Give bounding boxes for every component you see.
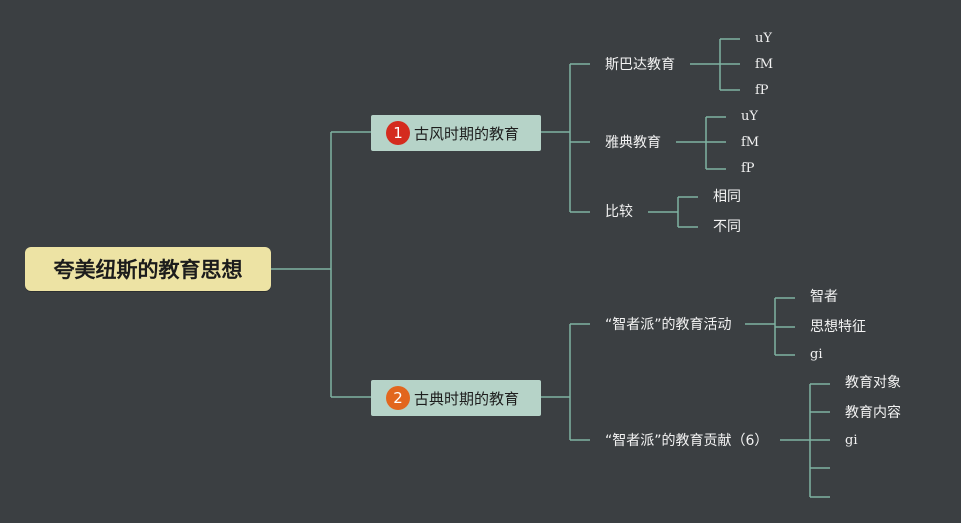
leaf-compare-same[interactable]: 相同	[713, 189, 741, 205]
leaf-athens-2[interactable]: fM	[741, 135, 760, 150]
leaf-sparta-2[interactable]: fM	[755, 57, 774, 72]
topic-sophist-activity[interactable]: “智者派”的教育活动	[605, 317, 732, 333]
connector-branch-2	[541, 323, 590, 441]
connector-sophist-activity	[745, 297, 795, 356]
connector-compare	[648, 196, 698, 228]
leaf-sophist-wise[interactable]: 智者	[810, 289, 838, 305]
priority-2-badge: 2	[386, 386, 410, 410]
branch-classical-education[interactable]: 2 古典时期的教育	[371, 380, 541, 416]
connector-sophist-contribution	[780, 383, 830, 498]
root-topic[interactable]: 夸美纽斯的教育思想	[25, 247, 271, 291]
branch-title: 古典时期的教育	[414, 389, 520, 408]
branch-ancient-education[interactable]: 1 古风时期的教育	[371, 115, 541, 151]
leaf-sparta-3[interactable]: fP	[755, 83, 769, 98]
leaf-compare-different[interactable]: 不同	[713, 219, 741, 235]
leaf-athens-1[interactable]: uY	[741, 109, 758, 124]
leaf-contribution-gi[interactable]: gi	[845, 433, 858, 448]
connector-root	[271, 131, 371, 398]
branch-title: 古风时期的教育	[414, 124, 520, 143]
leaf-athens-3[interactable]: fP	[741, 161, 755, 176]
leaf-sparta-1[interactable]: uY	[755, 31, 772, 46]
leaf-sophist-thought[interactable]: 思想特征	[810, 319, 866, 335]
leaf-education-object[interactable]: 教育对象	[845, 375, 901, 391]
connector-sparta	[690, 38, 740, 91]
leaf-sophist-gi[interactable]: gi	[810, 347, 823, 362]
topic-compare[interactable]: 比较	[605, 204, 633, 220]
priority-1-badge: 1	[386, 121, 410, 145]
topic-sophist-contribution[interactable]: “智者派”的教育贡献（6）	[605, 433, 769, 449]
connector-branch-1	[541, 63, 590, 213]
topic-athens[interactable]: 雅典教育	[605, 135, 661, 151]
topic-sparta[interactable]: 斯巴达教育	[605, 57, 675, 73]
leaf-education-content[interactable]: 教育内容	[845, 405, 901, 421]
connector-athens	[676, 116, 726, 170]
